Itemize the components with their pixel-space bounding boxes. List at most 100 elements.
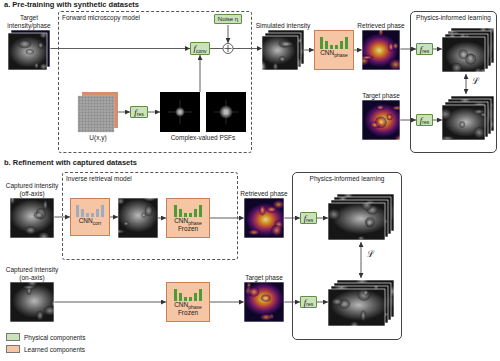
box-label: fconv — [193, 43, 206, 53]
image-heading: U(x,y) — [89, 134, 106, 141]
legend-text: Learned components — [24, 346, 85, 353]
image-texture — [262, 61, 267, 70]
group-title: Physics-informed learning — [414, 14, 493, 21]
image-node: Retrieved phase — [244, 198, 284, 238]
group-title: Physics-informed learning — [296, 175, 398, 182]
phase-image — [244, 282, 284, 322]
box-label: Frozen — [178, 309, 198, 316]
grid-line — [78, 120, 114, 121]
loss-symbol: ℒ — [471, 77, 481, 87]
physical-box: fres — [300, 212, 317, 224]
layout-arrow — [317, 302, 328, 303]
grid-line — [78, 123, 114, 124]
learned-box: CNNcorr — [70, 198, 110, 236]
box-label: Frozen — [178, 225, 198, 232]
image-node: Captured intensity (on-axis) — [10, 282, 54, 322]
intensity-image — [8, 33, 47, 70]
image-texture — [392, 105, 400, 110]
image-texture — [459, 121, 464, 128]
image-texture — [375, 117, 387, 129]
arrow-connector — [210, 48, 262, 49]
sum-circle — [223, 44, 233, 54]
image-frame — [10, 198, 54, 238]
image-texture — [273, 62, 278, 70]
image-frame — [118, 198, 158, 238]
image-texture — [271, 225, 283, 237]
image-frame — [328, 289, 385, 326]
arrow-connector — [400, 120, 416, 121]
image-heading: Target intensity/phase — [3, 14, 55, 29]
grid-line — [114, 96, 115, 132]
image-heading: Captured intensity (on-axis) — [3, 266, 61, 281]
image-texture — [350, 321, 358, 326]
network-bar — [76, 205, 79, 217]
network-bar — [189, 213, 192, 217]
grid-line — [108, 96, 109, 132]
image-frame — [244, 282, 284, 322]
sum-cross — [228, 45, 229, 52]
grid-line — [78, 129, 114, 130]
image-texture — [392, 42, 398, 49]
image-texture — [123, 221, 128, 225]
image-texture — [358, 236, 365, 240]
arrow-connector — [354, 50, 362, 51]
box-label: CNNcorr — [79, 217, 102, 225]
symbol-main: f — [134, 107, 137, 117]
network-bar — [91, 213, 94, 217]
group-title: Forward microscopy model — [62, 14, 248, 21]
network-bar — [86, 213, 89, 217]
group-title: Inverse retrieval model — [66, 175, 234, 182]
image-texture — [40, 33, 47, 38]
box-label: CNNphase — [320, 49, 348, 57]
symbol-subscript: res — [137, 111, 144, 117]
grid-line — [102, 96, 103, 132]
image-texture — [142, 212, 146, 217]
image-texture — [26, 49, 34, 55]
psf-streak — [180, 100, 181, 124]
network-icon — [174, 287, 202, 301]
arrow-connector — [50, 48, 190, 49]
image-ground — [244, 282, 284, 322]
image-texture — [280, 41, 293, 47]
grid-line — [78, 132, 114, 133]
image-texture — [118, 229, 124, 233]
physical-box: fres — [416, 114, 433, 126]
network-bar — [174, 289, 177, 301]
image-frame — [328, 203, 385, 240]
layout-arrow — [433, 49, 442, 50]
arrow-connector — [400, 49, 416, 50]
box-label: fres — [304, 213, 313, 223]
box-label: CNNphase — [174, 301, 202, 309]
layout-arrow — [317, 218, 328, 219]
loss-symbol: ℒ — [366, 250, 376, 260]
image-texture — [333, 203, 385, 234]
network-icon — [76, 203, 104, 217]
image-texture — [363, 290, 369, 295]
image-texture — [387, 114, 393, 120]
network-bar — [345, 37, 348, 49]
image-texture — [44, 306, 54, 315]
symbol-subscript: res — [422, 119, 429, 125]
image-texture — [38, 42, 44, 48]
image-texture — [442, 109, 452, 120]
network-icon — [174, 203, 202, 217]
layout-arrow — [110, 217, 118, 218]
network-bar — [330, 45, 333, 49]
image-texture — [465, 54, 476, 65]
symbol-main: f — [420, 44, 423, 54]
phase-image — [244, 198, 284, 238]
learned-box: CNNphase — [314, 30, 354, 70]
image-texture — [479, 69, 485, 72]
image-texture — [37, 311, 44, 320]
image-texture — [378, 30, 383, 37]
box-label: CNNphase — [174, 217, 202, 225]
image-heading: Target phase — [362, 92, 400, 99]
image-texture — [332, 298, 343, 305]
symbol-main: CNN — [320, 49, 334, 56]
physical-box: fconv — [190, 42, 210, 55]
image-node: Retrieved phase — [362, 30, 400, 70]
grid-line — [78, 117, 114, 118]
network-bar — [174, 205, 177, 217]
network-bar — [96, 209, 99, 217]
